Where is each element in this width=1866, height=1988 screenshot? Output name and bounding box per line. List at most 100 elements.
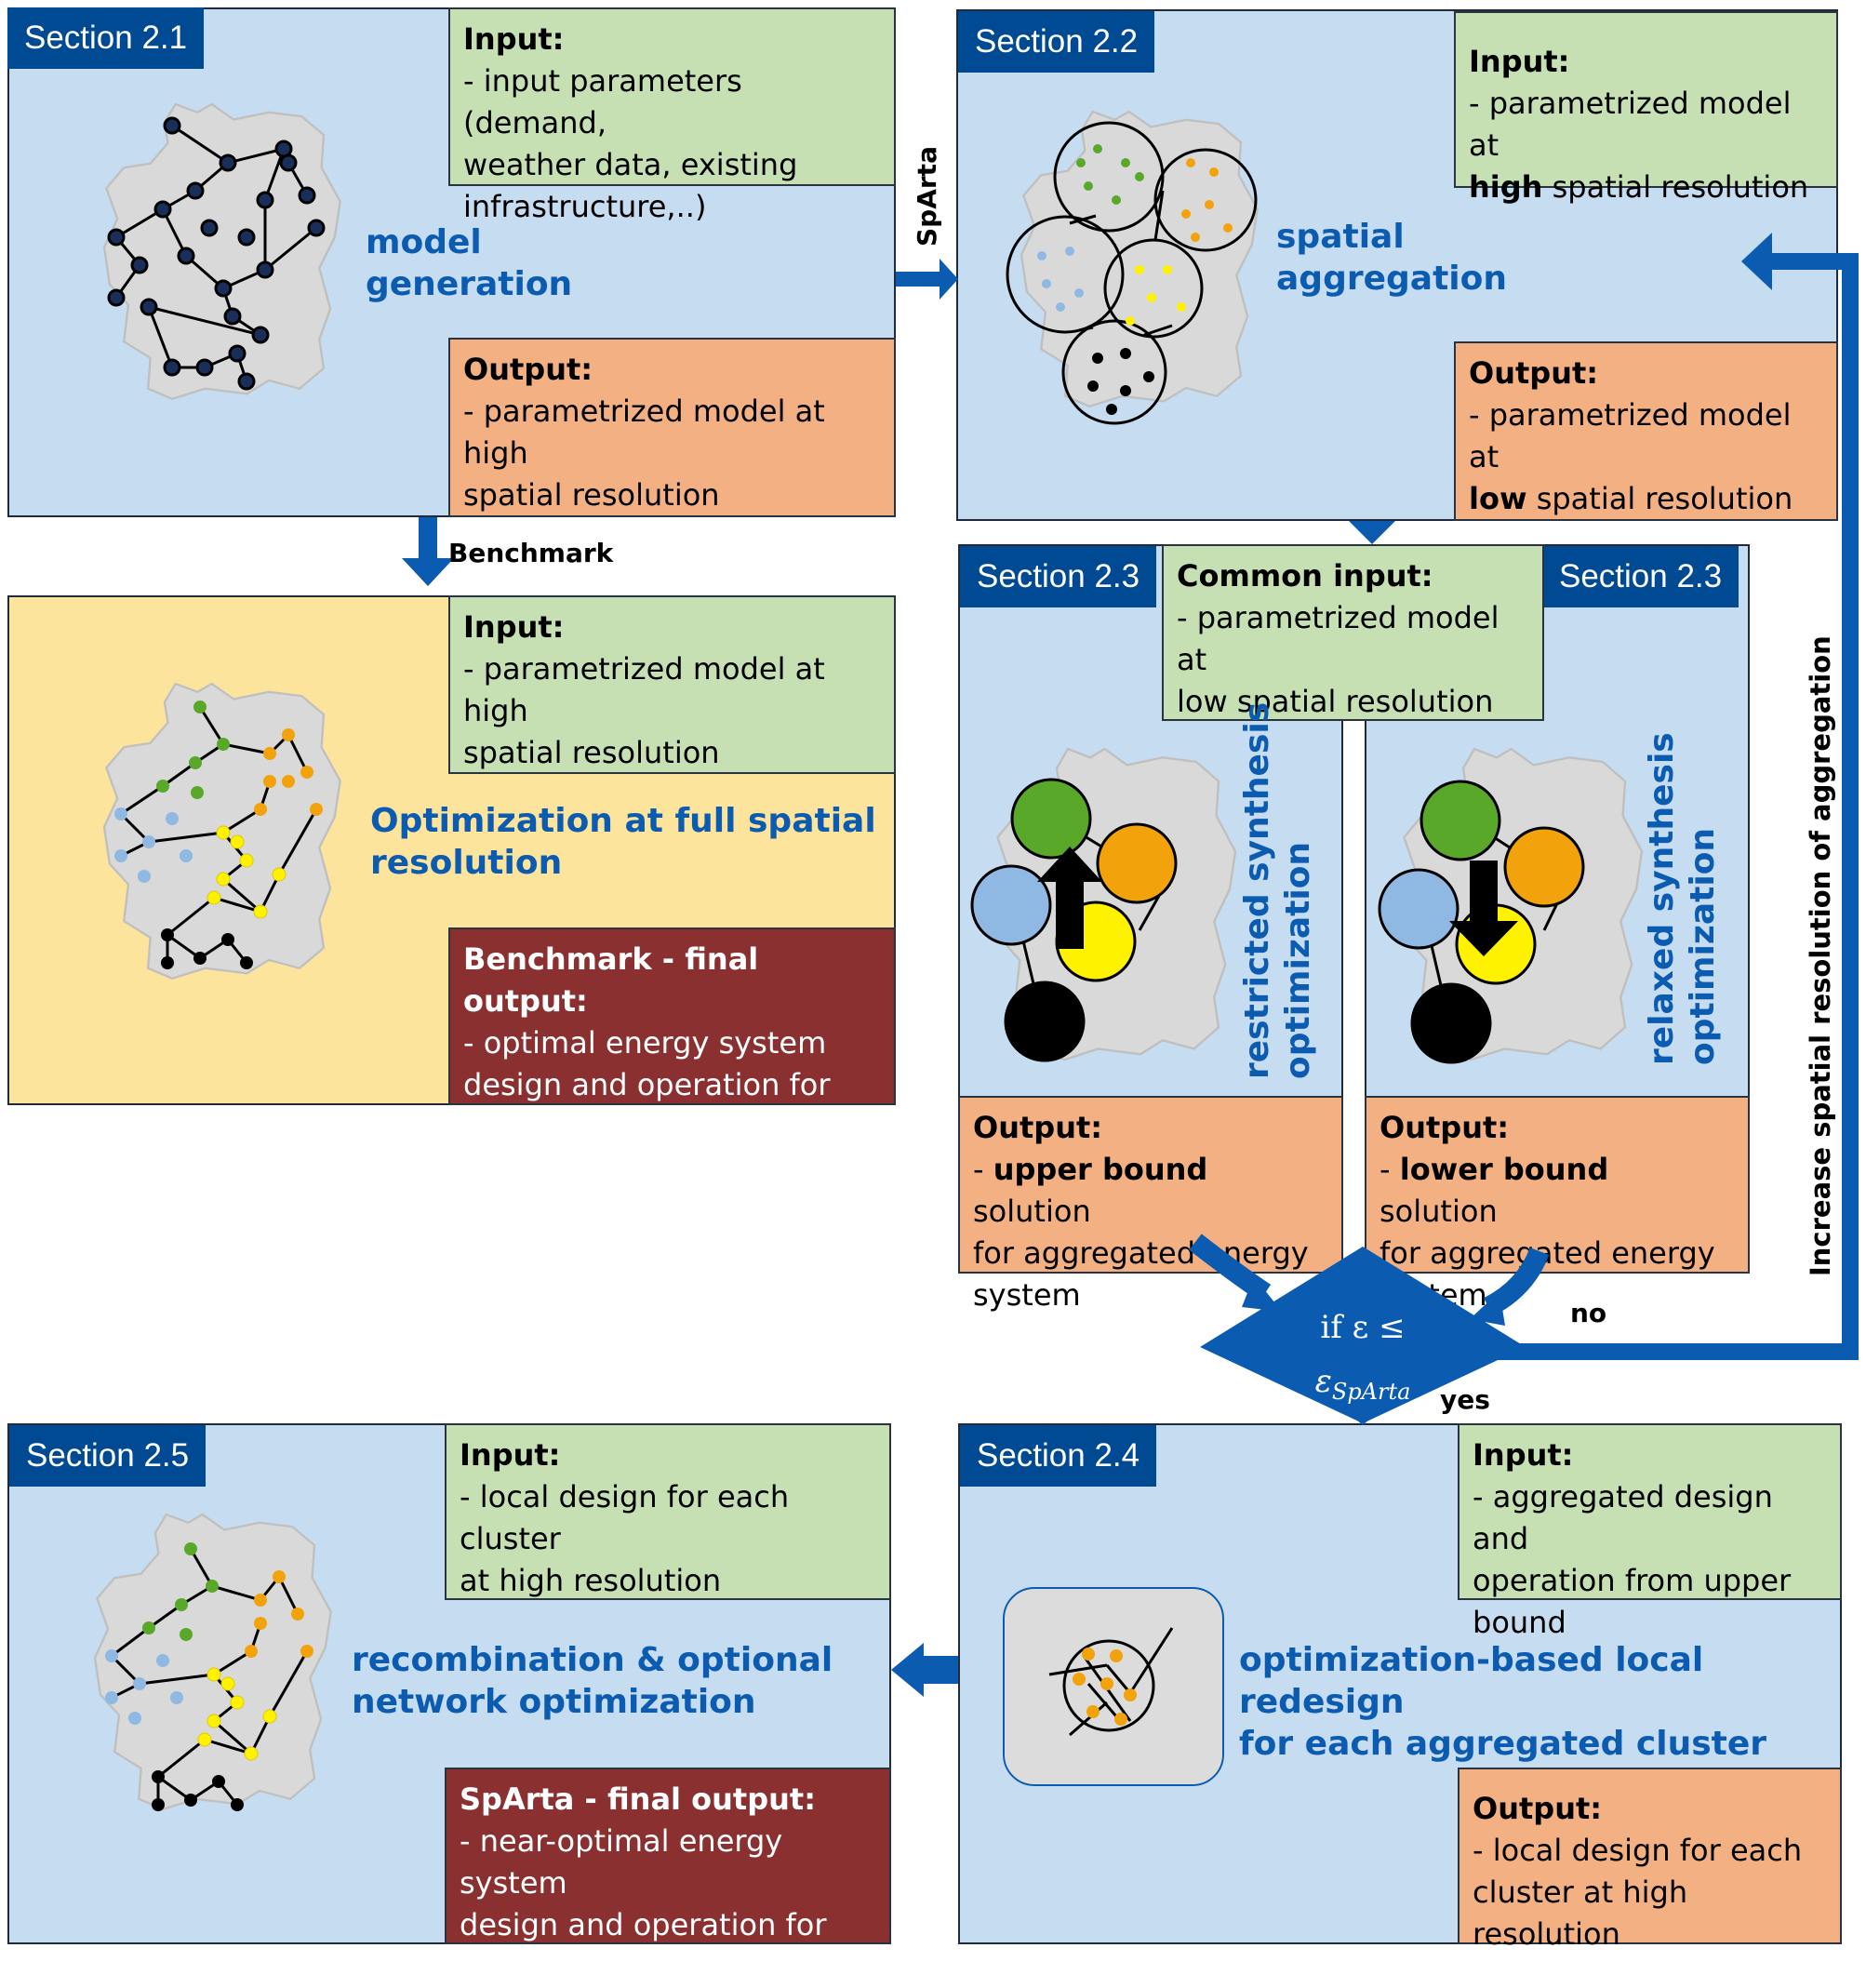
input-text-rest: spatial resolution (1542, 169, 1809, 205)
output-text: - parametrized model at high (463, 394, 825, 471)
input-box: Input: - parametrized model at high spat… (448, 595, 896, 774)
cluster-nodes (1073, 1648, 1137, 1726)
epsilon-subscript: SpArta (1331, 1378, 1411, 1405)
decision-condition: if ε ≤ εSpArta (1284, 1301, 1442, 1419)
emphasis: upper bound (993, 1152, 1208, 1187)
input-heading: Input: (463, 609, 565, 645)
relaxed-clusters (1378, 780, 1585, 1064)
input-text: high spatial resolution (1469, 167, 1823, 208)
input-text: operation from upper (1473, 1563, 1792, 1598)
input-text: at high resolution (460, 1563, 722, 1598)
common-input-box: Common input: - parametrized model at lo… (1162, 544, 1544, 721)
title-line: network optimization (352, 1683, 756, 1721)
step-title: recombination & optional network optimiz… (352, 1639, 833, 1723)
no-label: no (1570, 1298, 1607, 1328)
bullet: - (973, 1152, 993, 1187)
section-tag: Section 2.2 (958, 11, 1155, 73)
emphasis: high (1469, 169, 1543, 205)
input-text: bound (1473, 1605, 1566, 1640)
network-graph (107, 116, 326, 391)
section-tag: Section 2.1 (7, 7, 205, 69)
germany-map-icon (1020, 110, 1259, 407)
title-line: resolution (370, 844, 563, 882)
cluster-nodes (1037, 144, 1233, 415)
title-line: optimization-based local redesign (1239, 1641, 1704, 1721)
input-heading: Input: (1469, 44, 1570, 79)
input-box: Input: - parametrized model at high spat… (1454, 11, 1838, 205)
step-title: optimization-based local redesign for ea… (1239, 1639, 1866, 1765)
input-text: - aggregated design and (1473, 1479, 1773, 1556)
title-line: model (366, 223, 482, 261)
title-line: generation (366, 265, 573, 303)
output-heading: Output: (1473, 1791, 1603, 1826)
condition-line: εSpArta (1284, 1354, 1442, 1419)
output-text: - upper bound solution (973, 1149, 1328, 1233)
output-text: - parametrized model at (1469, 397, 1792, 474)
output-heading: Output: (1469, 355, 1599, 391)
step-title: Optimization at full spatial resolution (370, 800, 876, 884)
output-text-rest: spatial resolution (1526, 481, 1793, 516)
output-box: Output: - parametrized model at low spat… (1454, 341, 1838, 521)
output-heading: Benchmark - final output: (463, 941, 759, 1019)
emphasis: low (1469, 481, 1527, 516)
output-text: - near-optimal energy system (460, 1823, 783, 1901)
output-text-rest: solution (973, 1194, 1091, 1229)
input-text: weather data, existing (463, 147, 798, 182)
yes-label: yes (1440, 1384, 1490, 1415)
aggregation-clusters (1006, 121, 1258, 425)
input-text: - parametrized model at (1177, 600, 1499, 677)
arrow-down-icon (1449, 861, 1518, 956)
input-text: spatial resolution (463, 735, 720, 770)
input-box: Input: - aggregated design and operation… (1458, 1423, 1842, 1640)
output-text: cluster at high resolution (1473, 1875, 1688, 1952)
output-text: - optimal energy system (463, 1025, 827, 1061)
input-box: Input: - input parameters (demand, weath… (448, 7, 896, 224)
title-line: for each aggregated cluster (1239, 1725, 1766, 1763)
output-text: optimization year (463, 1109, 725, 1144)
final-output-box: Benchmark - final output: - optimal ener… (448, 927, 896, 1144)
step-title: model generation (366, 221, 572, 305)
output-text: - lower bound solution (1380, 1149, 1735, 1233)
input-heading: Common input: (1177, 558, 1433, 594)
input-heading: Input: (460, 1437, 561, 1473)
final-output-box: SpArta - final output: - near-optimal en… (445, 1768, 891, 1984)
emphasis: lower bound (1399, 1152, 1609, 1187)
input-box: Input: - local design for each cluster a… (445, 1423, 891, 1600)
loop-arrow (1488, 233, 1859, 1360)
output-box: Output: - upper bound solution for aggre… (958, 1096, 1343, 1313)
output-box: Output: - lower bound solution for aggre… (1365, 1096, 1750, 1313)
title-line: Optimization at full spatial (370, 802, 876, 840)
input-text: - local design for each cluster (460, 1479, 790, 1556)
input-heading: Input: (1473, 1437, 1574, 1473)
sparta-label: SpArta (912, 146, 942, 247)
section-tag: Section 2.5 (9, 1425, 207, 1487)
decision-diamond-icon (1200, 1247, 1526, 1423)
output-text-rest: solution (1380, 1194, 1498, 1229)
germany-map-icon (93, 1513, 332, 1810)
input-heading: Input: (463, 21, 565, 57)
section-tag: Section 2.4 (960, 1425, 1157, 1487)
bullet: - (1380, 1152, 1400, 1187)
loop-label: Increase spatial resolution of aggregati… (1805, 635, 1836, 1276)
output-box: Output: - local design for each cluster … (1458, 1768, 1842, 1952)
section-tag: Section 2.3 (1542, 546, 1739, 607)
title-line: spatial (1276, 218, 1405, 256)
output-text: for aggregated energy (1380, 1235, 1715, 1271)
epsilon: ε (1314, 1363, 1332, 1400)
input-text: - input parameters (demand, (463, 63, 742, 140)
output-box: Output: - parametrized model at high spa… (448, 338, 896, 517)
arrow-icon (1470, 1291, 1505, 1326)
output-text: for aggregated energy (973, 1235, 1309, 1271)
output-heading: Output: (973, 1110, 1103, 1145)
germany-map-icon (102, 102, 341, 400)
arrow-up-icon (1037, 847, 1102, 949)
cluster-icon (1003, 1587, 1224, 1786)
output-heading: Output: (463, 352, 593, 387)
cluster-nodes (105, 1542, 313, 1811)
output-heading: Output: (1380, 1110, 1510, 1145)
input-text: - parametrized model at (1469, 86, 1792, 163)
title-line: recombination & optional (352, 1641, 833, 1679)
benchmark-label: Benchmark (448, 538, 614, 568)
output-text: low spatial resolution (1469, 478, 1823, 520)
